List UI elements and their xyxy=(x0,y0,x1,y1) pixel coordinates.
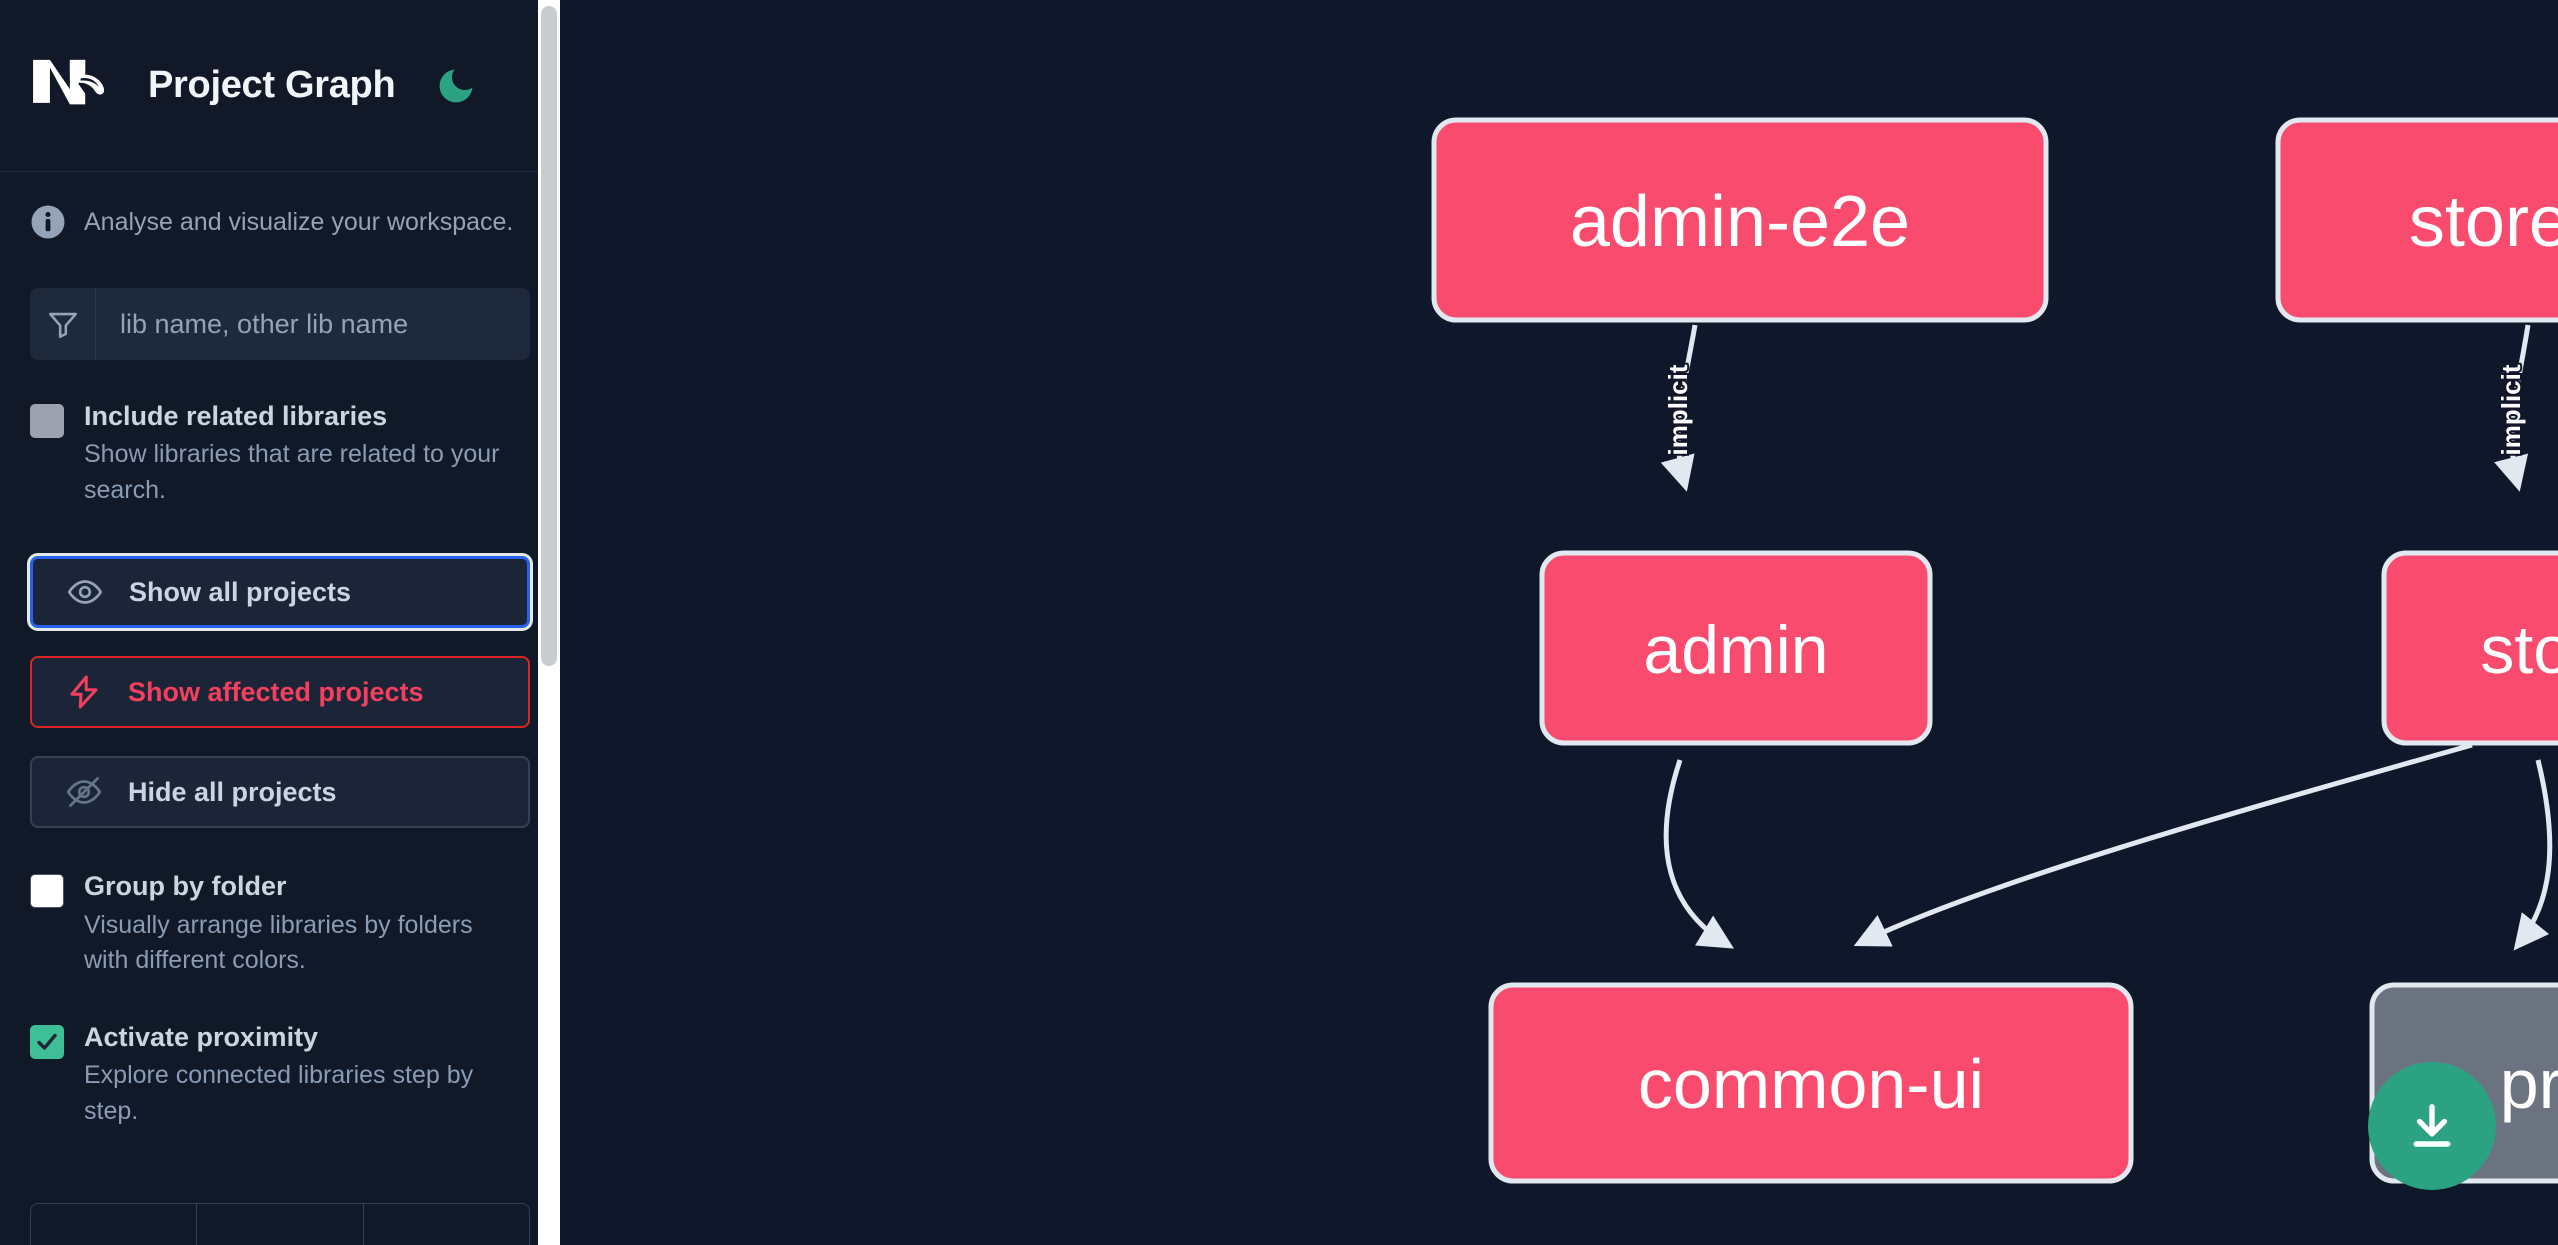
download-graph-button[interactable] xyxy=(2368,1062,2496,1190)
node-label-products: products xyxy=(2500,1045,2558,1123)
sidebar: Project Graph Analyse and visualize your… xyxy=(0,0,560,1245)
hide-all-projects-label: Hide all projects xyxy=(128,776,337,807)
checkbox-description-include-related-libraries: Show libraries that are related to your … xyxy=(84,440,500,504)
checkbox-description-activate-proximity: Explore connected libraries step by step… xyxy=(84,1061,474,1125)
node-shape xyxy=(2381,550,2558,746)
search-input[interactable] xyxy=(96,288,530,360)
graph-node-admin-e2e[interactable]: admin-e2e xyxy=(1431,117,2049,323)
eye-off-icon xyxy=(66,777,102,808)
show-affected-projects-label: Show affected projects xyxy=(128,676,424,707)
edge-store-e2e-to-store[interactable] xyxy=(2494,324,2531,492)
checkbox-label-include-related-libraries: Include related libraries xyxy=(84,401,388,431)
workspace-subtitle: Analyse and visualize your workspace. xyxy=(84,207,514,236)
edge-store-to-products[interactable] xyxy=(2513,759,2553,951)
download-icon xyxy=(2413,1104,2451,1147)
graph-svg: admin-e2e store-e2e admin store common-u xyxy=(1431,117,2558,1184)
graph-node-admin[interactable]: admin xyxy=(1539,550,1933,746)
node-label-admin: admin xyxy=(1643,612,1828,688)
node-shape xyxy=(1539,550,1933,746)
node-shape xyxy=(1488,982,2134,1184)
sidebar-scrollbar-track[interactable] xyxy=(538,0,560,1245)
checkbox-row-include-related-libraries[interactable]: Include related libraries Show libraries… xyxy=(0,398,560,508)
checkbox-text-block: Activate proximity Explore connected lib… xyxy=(84,1019,530,1129)
node-label-common-ui: common-ui xyxy=(1638,1045,1984,1123)
graph-node-store-e2e[interactable]: store-e2e xyxy=(2275,117,2558,323)
edge-label-store-e2e-to-store: implicit xyxy=(2496,364,2526,455)
show-all-projects-label: Show all projects xyxy=(129,576,352,607)
graph-node-store[interactable]: store xyxy=(2381,550,2558,746)
node-shape xyxy=(1431,117,2049,323)
eye-icon xyxy=(67,580,103,605)
checkbox-description-group-by-folder: Visually arrange libraries by folders wi… xyxy=(84,910,473,975)
node-label-store: store xyxy=(2480,612,2558,688)
edge-admin-e2e-to-admin[interactable] xyxy=(1660,324,1698,492)
sidebar-scrollbar-thumb[interactable] xyxy=(541,6,557,666)
graph-edges xyxy=(1660,324,2531,492)
workspace-subtitle-row: Analyse and visualize your workspace. xyxy=(0,172,560,240)
graph-canvas[interactable]: admin-e2e store-e2e admin store common-u xyxy=(560,0,2558,1245)
edge-label-admin-e2e-to-admin: implicit xyxy=(1663,364,1693,455)
funnel-filter-icon xyxy=(30,288,96,360)
checkbox-text-block: Include related libraries Show libraries… xyxy=(84,398,530,508)
page-title: Project Graph xyxy=(148,64,396,106)
graph-nodes: admin-e2e store-e2e admin store common-u xyxy=(1431,117,2558,1184)
checkbox-include-related-libraries[interactable] xyxy=(30,404,64,438)
graph-edges-dependencies xyxy=(1663,742,2553,951)
nx-logo-icon xyxy=(33,59,105,104)
edge-store-to-common-ui[interactable] xyxy=(1853,742,2473,947)
hide-all-projects-button[interactable]: Hide all projects xyxy=(30,756,530,829)
checkbox-text-block: Group by folder Visually arrange librari… xyxy=(84,868,530,978)
checkbox-activate-proximity[interactable] xyxy=(30,1024,64,1059)
checkbox-label-activate-proximity: Activate proximity xyxy=(84,1021,319,1052)
info-circle-icon xyxy=(31,205,65,239)
checkbox-row-activate-proximity[interactable]: Activate proximity Explore connected lib… xyxy=(0,1019,560,1129)
node-label-admin-e2e: admin-e2e xyxy=(1570,182,1910,262)
lightning-bolt-icon xyxy=(70,675,98,709)
sidebar-header: Project Graph xyxy=(0,0,560,172)
node-shape xyxy=(2275,117,2558,323)
checkbox-row-group-by-folder[interactable]: Group by folder Visually arrange librari… xyxy=(0,868,560,978)
show-affected-projects-button[interactable]: Show affected projects xyxy=(30,656,530,729)
checkbox-label-group-by-folder: Group by folder xyxy=(84,871,287,902)
search-field-wrapper xyxy=(30,288,530,360)
check-icon xyxy=(37,1033,57,1050)
show-all-projects-button[interactable]: Show all projects xyxy=(27,553,533,632)
footer-segment[interactable] xyxy=(197,1204,364,1245)
footer-segment[interactable] xyxy=(31,1204,198,1245)
footer-segment[interactable] xyxy=(364,1204,529,1245)
graph-node-common-ui[interactable]: common-ui xyxy=(1488,982,2134,1184)
checkbox-group-by-folder[interactable] xyxy=(30,874,64,909)
moon-icon xyxy=(439,69,473,102)
node-label-store-e2e: store-e2e xyxy=(2409,182,2558,262)
sidebar-footer-toolbar[interactable] xyxy=(30,1203,530,1245)
graph-edge-labels: implicit implicit xyxy=(1661,362,2528,457)
action-buttons-group: Show all projects Show affected projects… xyxy=(0,553,560,829)
theme-toggle-button[interactable] xyxy=(433,63,479,109)
edge-admin-to-common-ui[interactable] xyxy=(1663,759,1734,949)
